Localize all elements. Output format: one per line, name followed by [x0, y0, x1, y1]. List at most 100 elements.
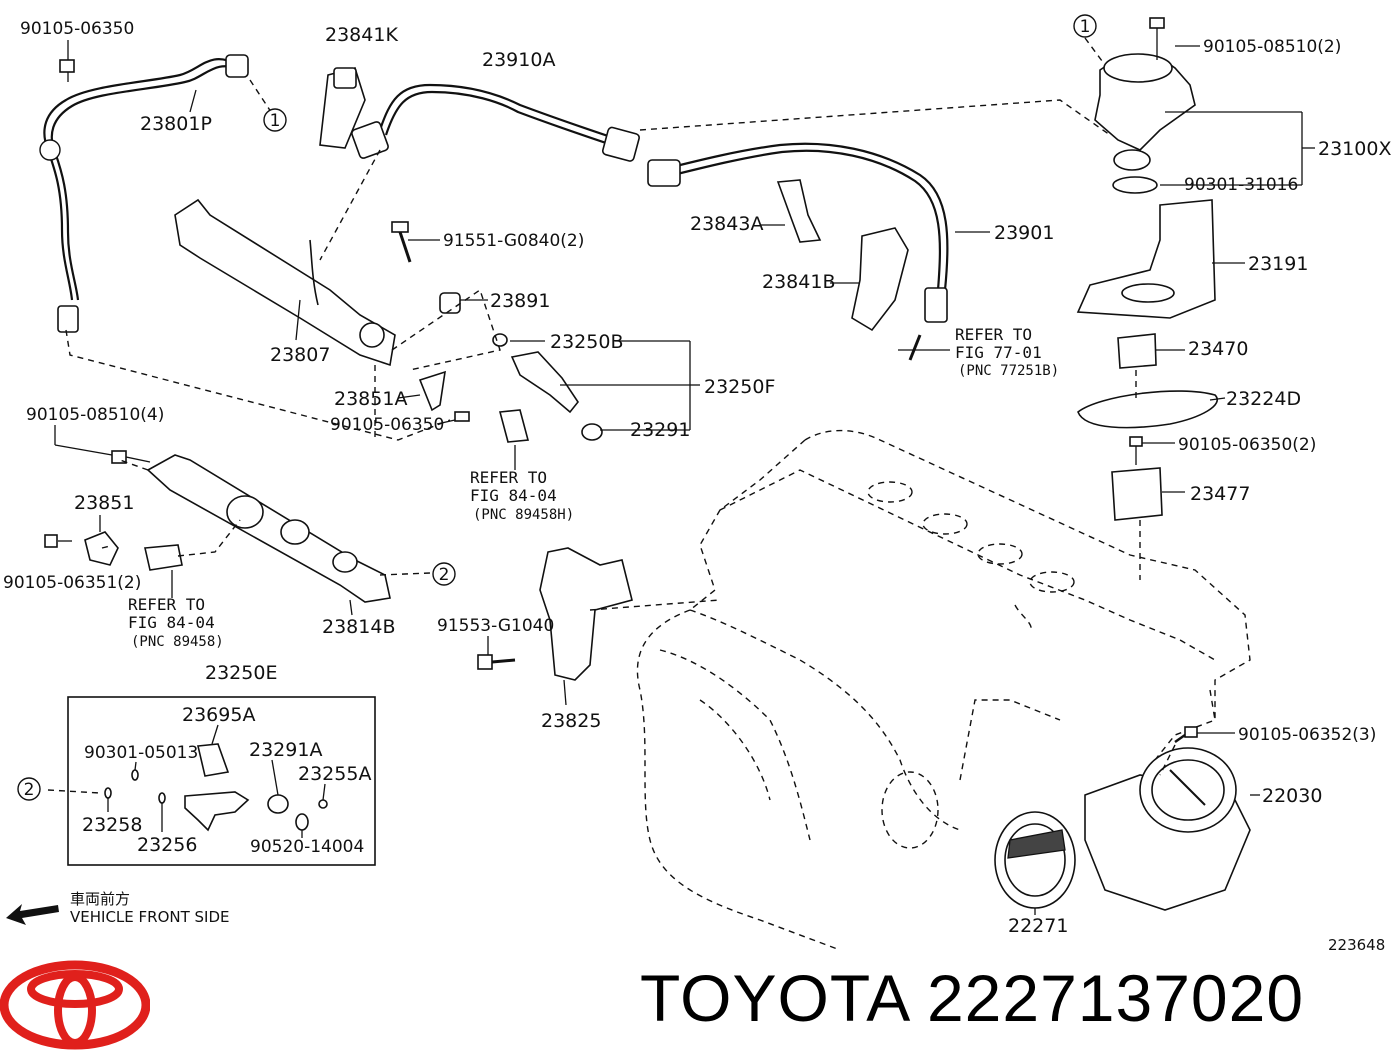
connector-23841B [851, 227, 909, 332]
toyota-logo [0, 960, 150, 1050]
gasket-22271 [994, 811, 1076, 909]
label-23901: 23901 [994, 222, 1054, 244]
refer-note-84-04-a: REFER TO FIG 84-04 (PNC 89458H) [470, 468, 574, 523]
svg-text:(PNC 89458): (PNC 89458) [131, 634, 224, 650]
label-91551-G0840: 91551-G0840(2) [443, 231, 584, 251]
part-number: 2227137020 [926, 961, 1305, 1035]
o-ring-90301-31016 [1112, 176, 1158, 194]
callout-2-icon: 2 [432, 562, 456, 586]
label-90520-14004: 90520-14004 [250, 837, 364, 857]
label-90105-08510-4: 90105-08510(4) [26, 405, 164, 425]
fuel-pump-23100X [1094, 17, 1196, 171]
label-23841K: 23841K [325, 24, 398, 46]
label-90105-06350-mid: 90105-06350 [330, 415, 444, 435]
part-23851 [84, 531, 119, 566]
brand-name: TOYOTA [640, 961, 908, 1035]
callout-2-icon: 2 [17, 777, 41, 801]
svg-text:(PNC 77251B): (PNC 77251B) [958, 363, 1059, 379]
dashed-leaders [47, 37, 1216, 794]
label-23814B: 23814B [322, 616, 395, 638]
engine-outline [636, 429, 1251, 951]
housing-23477 [1111, 467, 1163, 521]
fuel-rail-23807 [174, 198, 396, 367]
label-23851A: 23851A [334, 388, 407, 410]
label-22271: 22271 [1008, 915, 1068, 937]
label-90301-31016: 90301-31016 [1184, 175, 1298, 195]
label-22030: 22030 [1262, 785, 1322, 807]
kit-parts [104, 743, 328, 832]
fuel-pipe-23801P [39, 54, 249, 333]
svg-text:1: 1 [270, 111, 281, 131]
label-23807: 23807 [270, 344, 330, 366]
lifter-23470 [1117, 333, 1157, 369]
label-23891: 23891 [490, 290, 550, 312]
label-23291: 23291 [630, 419, 690, 441]
label-90301-05013: 90301-05013 [84, 743, 198, 763]
label-23841B: 23841B [762, 271, 835, 293]
label-23851: 23851 [74, 492, 134, 514]
svg-text:2: 2 [24, 780, 35, 800]
label-90105-08510-2: 90105-08510(2) [1203, 37, 1341, 57]
arrow-left-icon [6, 904, 59, 925]
connector-23841K [319, 67, 366, 149]
solid-leaders [54, 40, 1315, 915]
bolt-91551-G0840 [391, 221, 412, 263]
label-23100X: 23100X [1318, 138, 1391, 160]
svg-text:FIG 84-04: FIG 84-04 [128, 613, 215, 632]
kit-box-23250E [67, 696, 376, 866]
label-23250E: 23250E [205, 662, 277, 684]
label-23470: 23470 [1188, 338, 1248, 360]
svg-text:REFER TO: REFER TO [955, 325, 1032, 344]
footer-part-title: TOYOTA 2227137020 [640, 960, 1390, 1040]
part-labels: 90105-06350 23841K 23910A 90105-08510(2)… [3, 19, 1391, 937]
svg-text:1: 1 [1080, 17, 1091, 37]
label-23843A: 23843A [690, 213, 763, 235]
label-23250B: 23250B [550, 331, 623, 353]
svg-text:FIG 84-04: FIG 84-04 [470, 486, 557, 505]
diagram-id: 223648 [1328, 936, 1385, 954]
svg-text:VEHICLE FRONT SIDE: VEHICLE FRONT SIDE [70, 908, 230, 926]
o-ring-23250B [492, 333, 508, 347]
injector-23250F [510, 351, 579, 414]
callout-1-icon: 1 [1073, 14, 1097, 38]
wire-harness-23901 [647, 142, 949, 323]
bolt-icon [1129, 436, 1143, 447]
label-90105-06352-3: 90105-06352(3) [1238, 725, 1376, 745]
label-23825: 23825 [541, 710, 601, 732]
svg-text:車両前方: 車両前方 [70, 890, 130, 908]
label-23250F: 23250F [704, 376, 775, 398]
label-23191: 23191 [1248, 253, 1308, 275]
label-23910A: 23910A [482, 49, 555, 71]
label-23224D: 23224D [1226, 388, 1301, 410]
label-90105-06351-2: 90105-06351(2) [3, 573, 141, 593]
refer-note-77-01: REFER TO FIG 77-01 (PNC 77251B) [955, 325, 1059, 379]
bracket-23191 [1076, 199, 1216, 319]
label-23255A: 23255A [298, 763, 371, 785]
label-91553-G1040: 91553-G1040 [437, 616, 554, 636]
seal-23291 [581, 423, 603, 441]
clip-23843A [776, 179, 822, 243]
label-23695A: 23695A [182, 704, 255, 726]
svg-text:FIG 77-01: FIG 77-01 [955, 343, 1042, 362]
fuel-rail-23814B [146, 454, 391, 603]
label-23256: 23256 [137, 834, 197, 856]
label-23801P: 23801P [140, 113, 212, 135]
label-90105-06350: 90105-06350 [20, 19, 134, 39]
svg-text:2: 2 [439, 565, 450, 585]
vehicle-front-indicator: 車両前方 VEHICLE FRONT SIDE [6, 890, 230, 926]
callout-1-icon: 1 [263, 108, 287, 132]
throttle-body-22030 [1084, 747, 1251, 911]
label-23291A: 23291A [249, 739, 322, 761]
label-90105-06350-2: 90105-06350(2) [1178, 435, 1316, 455]
gasket-23224D [1077, 390, 1218, 429]
label-23258: 23258 [82, 814, 142, 836]
svg-text:(PNC 89458H): (PNC 89458H) [473, 507, 574, 523]
bracket-23825 [539, 547, 633, 681]
svg-text:REFER TO: REFER TO [128, 595, 205, 614]
wire-harness-23910A [351, 83, 640, 162]
label-23477: 23477 [1190, 483, 1250, 505]
refer-note-84-04-b: REFER TO FIG 84-04 (PNC 89458) [128, 595, 224, 650]
svg-text:REFER TO: REFER TO [470, 468, 547, 487]
clip-23851A [418, 370, 446, 412]
